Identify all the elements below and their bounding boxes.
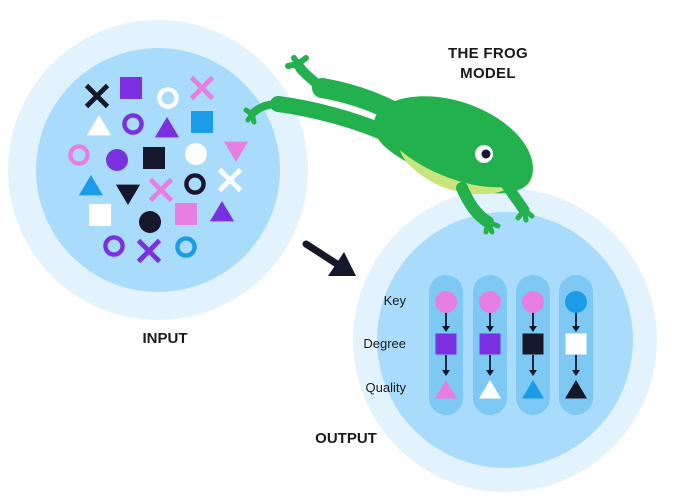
- diagram-title: THE FROG MODEL: [448, 45, 528, 82]
- navy-x-icon: [84, 83, 110, 109]
- white-ring-icon: [157, 87, 179, 109]
- purple-square-icon: [479, 333, 501, 355]
- navy-ring-icon: [184, 173, 206, 195]
- row-label-degree: Degree: [363, 336, 406, 351]
- navy-square-icon: [522, 333, 544, 355]
- navy-circle-icon: [139, 211, 161, 233]
- purple-triangle-icon: [209, 201, 235, 222]
- purple-square-icon: [435, 333, 457, 355]
- white-x-icon: [217, 167, 243, 193]
- flow-arrow-icon: [302, 240, 356, 276]
- pink-circle-icon: [479, 291, 501, 313]
- output-column-4: [559, 275, 593, 415]
- pink-square-icon: [175, 203, 197, 225]
- white-square-icon: [89, 204, 111, 226]
- white-triangle-icon: [479, 380, 501, 399]
- purple-square-icon: [120, 77, 142, 99]
- row-label-quality: Quality: [365, 380, 406, 395]
- purple-x-icon: [136, 238, 162, 264]
- purple-circle-icon: [106, 149, 128, 171]
- input-bubble: [36, 48, 280, 292]
- white-circle-icon: [185, 143, 207, 165]
- pink-circle-icon: [435, 291, 457, 313]
- output-column-1: [429, 275, 463, 415]
- pink-ring-icon: [68, 144, 90, 166]
- blue-square-icon: [191, 111, 213, 133]
- white-triangle-icon: [86, 115, 112, 136]
- input-shapes-group: [68, 75, 249, 264]
- pink-triangle-down-icon: [223, 141, 249, 162]
- blue-triangle-icon: [522, 380, 544, 399]
- navy-triangle-icon: [565, 380, 587, 399]
- blue-ring-icon: [175, 236, 197, 258]
- output-column-2: [473, 275, 507, 415]
- navy-triangle-down-icon: [115, 184, 141, 205]
- output-columns-group: [429, 275, 593, 415]
- input-label: INPUT: [142, 330, 188, 347]
- blue-triangle-icon: [78, 175, 104, 196]
- purple-ring-icon: [103, 235, 125, 257]
- pink-x-icon: [148, 177, 174, 203]
- pink-circle-icon: [522, 291, 544, 313]
- row-label-key: Key: [383, 293, 406, 308]
- pink-triangle-icon: [435, 380, 457, 399]
- output-column-3: [516, 275, 550, 415]
- purple-ring-icon: [122, 113, 144, 135]
- white-square-icon: [565, 333, 587, 355]
- output-label: OUTPUT: [315, 430, 377, 447]
- navy-square-icon: [143, 147, 165, 169]
- purple-triangle-icon: [154, 117, 180, 138]
- blue-circle-icon: [565, 291, 587, 313]
- pink-x-icon: [189, 75, 215, 101]
- frog-icon: [243, 55, 535, 235]
